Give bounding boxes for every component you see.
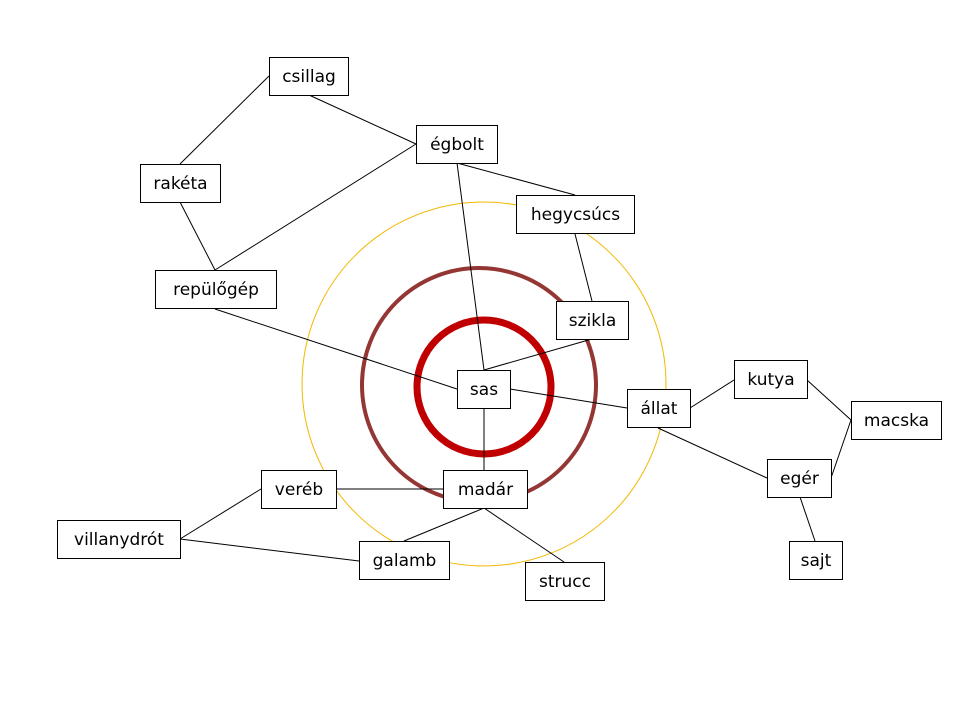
edge-madar-galamb xyxy=(403,507,485,542)
node-villanydrot: villanydrót xyxy=(57,520,181,559)
edge-egbolt-sas xyxy=(456,162,485,371)
node-vereb: veréb xyxy=(261,470,337,509)
node-csillag: csillag xyxy=(269,57,349,96)
node-madar: madár xyxy=(443,470,528,509)
node-sas: sas xyxy=(457,370,511,409)
edge-szikla-sas xyxy=(483,338,593,371)
edge-repulogep-sas xyxy=(214,308,458,390)
node-kutya: kutya xyxy=(734,360,808,399)
edge-eger-sajt xyxy=(799,496,816,542)
edge-madar-strucc xyxy=(483,507,565,563)
node-macska: macska xyxy=(851,401,942,440)
edge-egbolt-repulogep xyxy=(214,143,417,271)
node-repulogep: repülőgép xyxy=(155,270,277,309)
edge-vereb-villanydrot xyxy=(179,488,262,540)
node-egbolt: égbolt xyxy=(416,125,498,164)
outer-ring xyxy=(301,201,667,567)
edge-macska-eger xyxy=(830,419,852,479)
node-allat: állat xyxy=(627,389,691,428)
node-raketa: rakéta xyxy=(140,164,221,203)
edge-egbolt-hegycsucs xyxy=(456,162,576,196)
edge-hegycsucs-szikla xyxy=(574,233,593,302)
edge-kutya-macska xyxy=(806,379,852,421)
edge-csillag-egbolt xyxy=(308,94,417,145)
edge-villanydrot-galamb xyxy=(179,538,360,562)
edge-csillag-raketa xyxy=(179,75,270,165)
edge-raketa-repulogep xyxy=(179,201,216,271)
edge-allat-eger xyxy=(657,427,768,479)
edge-allat-kutya xyxy=(689,379,735,409)
node-eger: egér xyxy=(767,459,832,498)
node-sajt: sajt xyxy=(789,541,843,580)
node-galamb: galamb xyxy=(359,541,450,580)
node-hegycsucs: hegycsúcs xyxy=(516,195,635,234)
node-szikla: szikla xyxy=(556,301,629,340)
edge-sas-allat xyxy=(509,388,628,409)
node-strucc: strucc xyxy=(525,562,605,601)
